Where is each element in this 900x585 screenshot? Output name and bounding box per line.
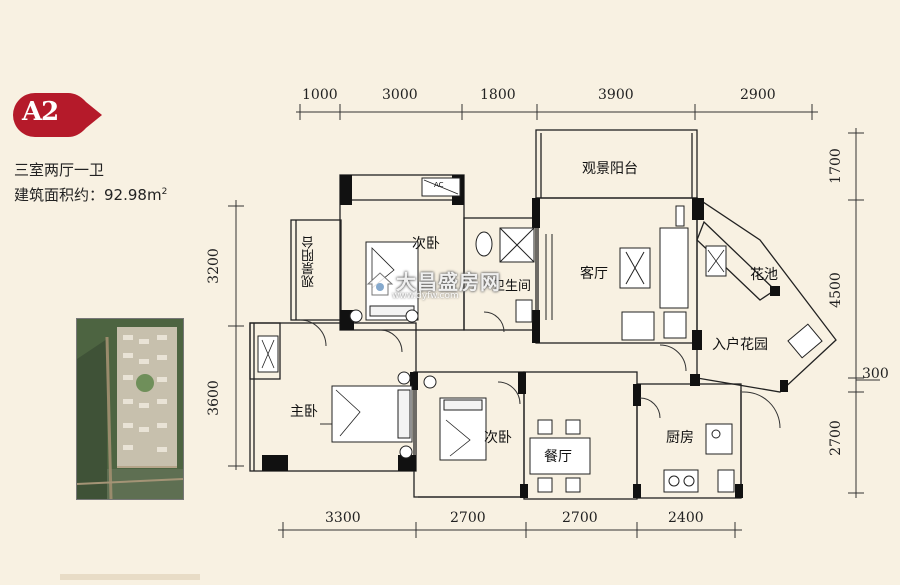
dimension-label: 2700 (827, 420, 844, 456)
dimension-line-right (848, 128, 880, 498)
house-logo-icon (366, 272, 394, 296)
dimension-label: 2700 (450, 510, 486, 526)
badge-shape (13, 93, 102, 137)
site-map-thumbnail (76, 318, 184, 500)
watermark-url: www.dyfw.com (392, 291, 459, 301)
ac-label: AC (434, 181, 444, 189)
area-line: 建筑面积约：92.98m2 (14, 182, 167, 205)
dimension-label: 3200 (205, 248, 222, 284)
dimension-label: 3900 (598, 87, 634, 103)
dimension-line-left (228, 200, 244, 470)
dimension-line-top (296, 104, 818, 120)
room-label-bathroom: 卫生间 (492, 279, 532, 294)
room-label-entry-garden: 入户花园 (712, 337, 768, 353)
dimension-label: 4500 (827, 272, 844, 308)
dimension-label: 300 (862, 366, 889, 382)
room-label-master-bedroom: 主卧 (290, 404, 318, 420)
area-unit-sup: 2 (161, 187, 168, 197)
area-value: 92.98m (104, 186, 162, 204)
dimension-label: 1700 (827, 148, 844, 184)
room-label-dining-room: 餐厅 (544, 449, 572, 465)
area-label: 建筑面积约： (14, 186, 105, 204)
dimension-label: 3300 (325, 510, 361, 526)
room-label-view-balcony-top: 观景阳台 (582, 161, 638, 177)
dimension-label: 2700 (562, 510, 598, 526)
dimension-label: 3600 (205, 380, 222, 416)
room-label-flower-pond: 花池 (750, 267, 778, 283)
room-label-living-room: 客厅 (580, 266, 608, 282)
dimension-label: 1000 (302, 87, 338, 103)
dimension-label: 2900 (740, 87, 776, 103)
layout-description: 三室两厅一卫 (14, 161, 105, 179)
room-label-second-bedroom-bottom: 次卧 (484, 430, 512, 446)
unit-badge (13, 93, 102, 137)
dimension-line-bottom (278, 522, 742, 538)
bottom-divider (60, 574, 200, 580)
dimension-label: 1800 (480, 87, 516, 103)
dimension-label: 2400 (668, 510, 704, 526)
room-label-second-bedroom-top: 次卧 (412, 236, 440, 252)
room-label-view-balcony-left: 观景阳台 (302, 236, 317, 288)
unit-badge-label: A2 (22, 97, 59, 127)
room-label-kitchen: 厨房 (666, 430, 694, 446)
dimension-label: 3000 (382, 87, 418, 103)
watermark-title: 大昌盛房网 (396, 270, 501, 294)
